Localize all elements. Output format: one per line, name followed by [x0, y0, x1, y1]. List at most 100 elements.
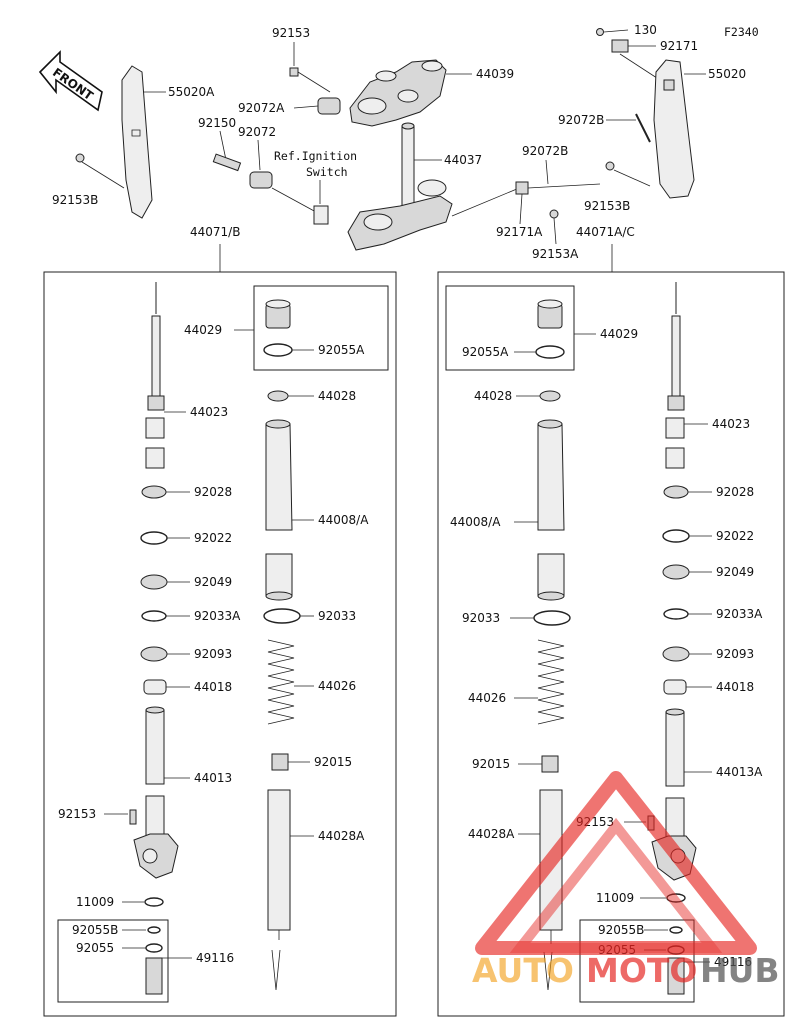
label-right-44008: 44008/A: [450, 515, 501, 529]
right-cap-box: [445, 285, 575, 371]
label-left-44028: 44028: [318, 389, 356, 403]
left-oring-92055B: [147, 926, 161, 934]
label-right-92022: 92022: [716, 529, 754, 543]
label-130: 130: [634, 23, 657, 37]
diagram-code: F2340: [724, 25, 759, 39]
left-seal-92049: [140, 574, 168, 590]
right-oring-11009: [666, 893, 686, 903]
fork-cover-right: [653, 59, 695, 199]
right-seal-92049: [662, 564, 690, 580]
label-92072B-mid: 92072B: [522, 144, 568, 158]
right-inner-tube-44013A: [665, 708, 685, 787]
label-right-92033: 92033: [462, 611, 500, 625]
right-oring-92055A: [535, 345, 565, 359]
right-cap-44029: [537, 299, 563, 329]
label-55020: 55020: [708, 67, 746, 81]
label-left-92033: 92033: [318, 609, 356, 623]
left-bolt-92153: [129, 809, 137, 825]
left-ring-92033: [263, 608, 301, 624]
right-guide-44018: [663, 679, 687, 695]
left-cap-44029: [265, 299, 291, 329]
right-nut-92015: [541, 755, 559, 773]
right-washer-92022: [662, 529, 690, 543]
watermark-auto: AUTO: [472, 951, 574, 990]
left-bolt-box: [57, 919, 169, 1003]
label-left-92033A: 92033A: [194, 609, 241, 623]
right-outer-tube-44008: [537, 419, 565, 601]
label-left-92028: 92028: [194, 485, 232, 499]
left-oring-11009: [144, 897, 164, 907]
ref-note-line1: Ref.Ignition: [274, 149, 357, 163]
label-right-92093: 92093: [716, 647, 754, 661]
right-spring-44026: [537, 636, 565, 726]
bolt-130: [596, 28, 604, 36]
assembly-left-title: 44071/B: [190, 225, 240, 239]
label-right-92015: 92015: [472, 757, 510, 771]
watermark-triangle-icon: [475, 771, 757, 955]
left-washer-44028: [267, 390, 289, 402]
watermark-hub: HUB: [700, 951, 780, 990]
label-left-44028A: 44028A: [318, 829, 365, 843]
grommet-92072A: [317, 97, 341, 115]
right-bolt-box: [579, 919, 695, 1003]
left-nut-92015: [271, 753, 289, 771]
assembly-right-title: 44071A/C: [576, 225, 635, 239]
label-left-11009: 11009: [76, 895, 114, 909]
left-inner-tube-44013: [145, 706, 165, 785]
label-92153B-right: 92153B: [584, 199, 630, 213]
right-washer-44028: [539, 390, 561, 402]
left-clip-92033A: [141, 610, 167, 622]
label-left-44008: 44008/A: [318, 513, 369, 527]
steering-stem-44037: [347, 122, 453, 251]
label-44037: 44037: [444, 153, 482, 167]
right-dust-seal-92093: [662, 646, 690, 662]
label-left-44023: 44023: [190, 405, 228, 419]
label-92171A: 92171A: [496, 225, 543, 239]
grommet-92072: [249, 171, 273, 189]
label-left-92093: 92093: [194, 647, 232, 661]
label-right-11009: 11009: [596, 891, 634, 905]
left-axle-holder: [133, 795, 179, 879]
label-left-92015: 92015: [314, 755, 352, 769]
left-oring-92055A: [263, 343, 293, 357]
label-right-92055B: 92055B: [598, 923, 644, 937]
label-right-44023: 44023: [712, 417, 750, 431]
left-washer-92022: [140, 531, 168, 545]
bolt-92150: [212, 153, 242, 172]
label-right-44013A: 44013A: [716, 765, 763, 779]
label-right-44018: 44018: [716, 680, 754, 694]
label-right-44026: 44026: [468, 691, 506, 705]
label-left-49116: 49116: [196, 951, 234, 965]
right-bolt-49116: [667, 957, 685, 995]
label-right-92055A: 92055A: [462, 345, 509, 359]
label-92072: 92072: [238, 125, 276, 139]
bolt-92153B-right: [605, 161, 615, 171]
label-right-49116: 49116: [714, 955, 752, 969]
left-rod-44023: [145, 282, 165, 469]
left-spring-44026: [267, 636, 295, 726]
left-dust-seal-92093: [140, 646, 168, 662]
right-rod-44023: [665, 282, 685, 469]
label-92072A: 92072A: [238, 101, 285, 115]
label-left-92049: 92049: [194, 575, 232, 589]
fork-cover-left: [121, 65, 153, 219]
right-bushing-92028: [663, 485, 689, 499]
clamp-92171: [611, 39, 629, 53]
left-bushing-92028: [141, 485, 167, 499]
label-right-44028A: 44028A: [468, 827, 515, 841]
assembly-left-frame: [43, 271, 397, 1017]
left-bolt-49116: [145, 957, 163, 995]
label-92153-top: 92153: [272, 26, 310, 40]
right-clip-92033A: [663, 608, 689, 620]
watermark-logo: AUTO MOTO HUB: [472, 771, 780, 990]
ref-note-line2: Switch: [306, 165, 348, 179]
label-left-44013: 44013: [194, 771, 232, 785]
assembly-right-frame: [437, 271, 785, 1017]
label-right-92028: 92028: [716, 485, 754, 499]
bolt-92153A: [549, 209, 559, 219]
bolt-92153B-left: [75, 153, 85, 163]
label-left-92153: 92153: [58, 807, 96, 821]
right-ring-92033: [533, 610, 571, 626]
label-92150: 92150: [198, 116, 236, 130]
